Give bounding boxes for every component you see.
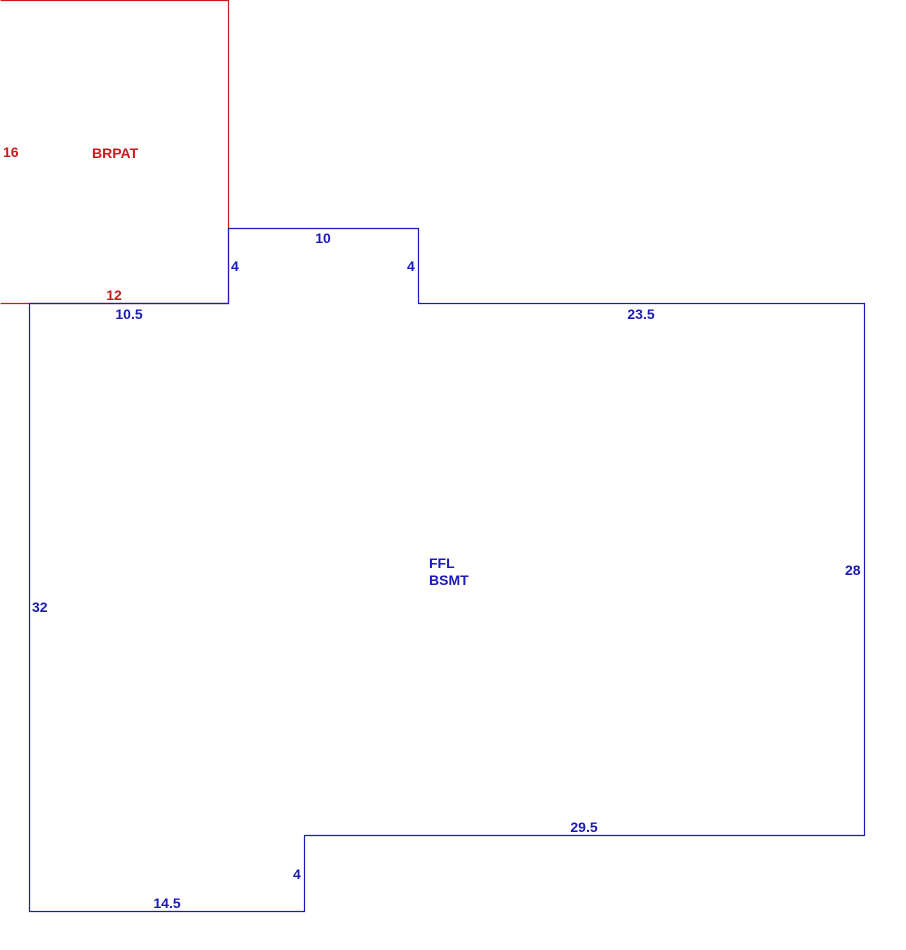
main-bump-left-dimension: 4 (231, 258, 239, 274)
main-top-right-dimension: 23.5 (627, 306, 655, 322)
patio-width-dimension: 12 (106, 287, 122, 303)
main-area-label-line1: FFL (429, 555, 455, 571)
main-right-dimension: 28 (845, 562, 861, 578)
main-bump-top-dimension: 10 (315, 230, 331, 246)
patio-height-dimension: 16 (3, 144, 19, 160)
main-area-label-line2: BSMT (429, 572, 469, 588)
main-top-left-dimension: 10.5 (115, 306, 143, 322)
main-bump-right-dimension: 4 (407, 258, 415, 274)
main-floor-outline (28, 227, 866, 913)
main-left-dimension: 32 (32, 599, 48, 615)
patio-area-label: BRPAT (92, 145, 139, 161)
main-lower-right-dimension: 29.5 (570, 819, 598, 835)
main-notch-dimension: 4 (293, 866, 301, 882)
main-bottom-dimension: 14.5 (153, 895, 181, 911)
